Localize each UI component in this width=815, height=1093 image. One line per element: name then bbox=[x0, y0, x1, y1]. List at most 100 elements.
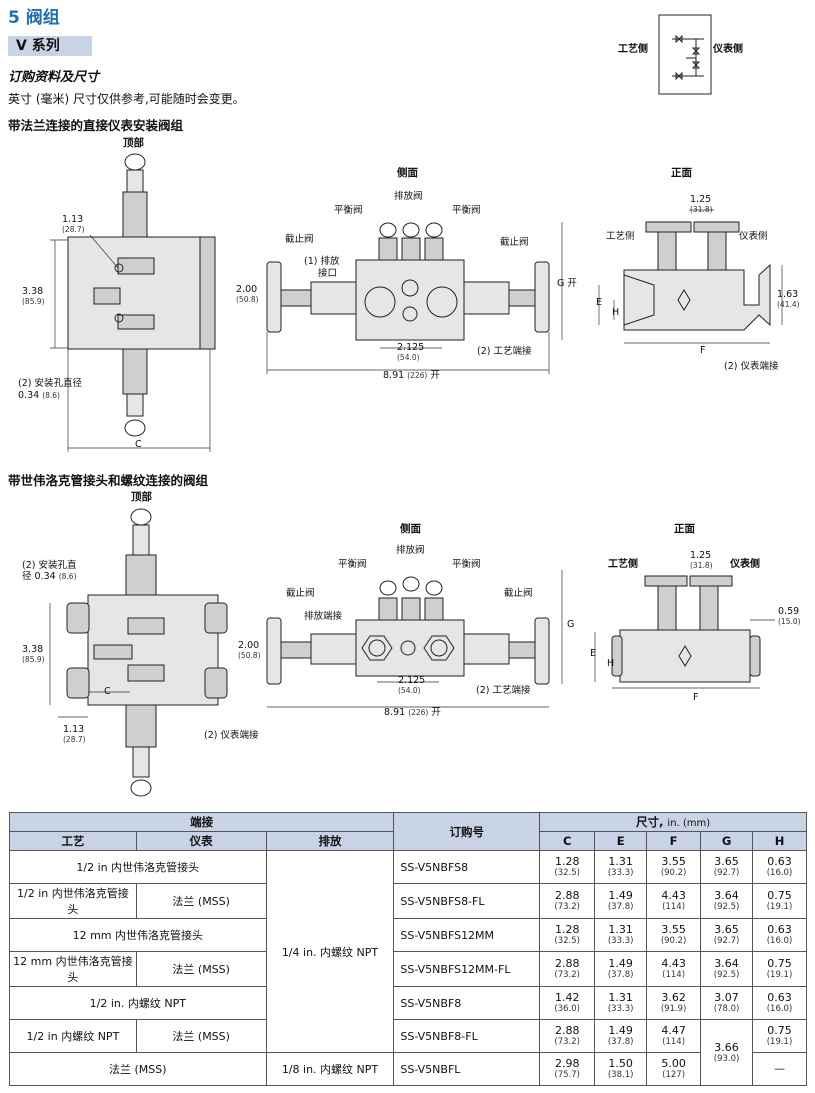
cell-vent: 1/8 in. 内螺纹 NPT bbox=[265, 1052, 395, 1086]
cell-h: 0.75(19.1) bbox=[752, 883, 807, 919]
s1-dim-200-mm: (50.8) bbox=[236, 295, 259, 304]
val-mm: (90.2) bbox=[660, 868, 687, 878]
s2-dim-113-mm: (28.7) bbox=[63, 735, 86, 744]
s1-dim-2125-in: 2.125 bbox=[397, 342, 425, 353]
cell-order: SS-V5NBFL bbox=[393, 1052, 541, 1086]
val: 4.43 bbox=[661, 957, 686, 970]
section-title: 5 阀组 bbox=[8, 8, 60, 28]
cell-h: 0.75(19.1) bbox=[752, 951, 807, 987]
val: 1.31 bbox=[608, 923, 633, 936]
cell-f: 4.47(114) bbox=[646, 1019, 702, 1053]
s2-process-side: 工艺侧 bbox=[608, 559, 638, 570]
s2-dim-113-in: 1.13 bbox=[63, 724, 85, 735]
cell-order: SS-V5NBFS12MM bbox=[393, 918, 541, 952]
s1-side-view-label: 侧面 bbox=[397, 167, 418, 179]
cell-instrument: 法兰 (MSS) bbox=[135, 1019, 267, 1053]
order-title: 订购资料及尺寸 bbox=[8, 70, 100, 85]
s2-dim-891-open: 开 bbox=[431, 707, 441, 718]
val: 3.55 bbox=[661, 855, 686, 868]
s1-dim-125-in: 1.25 bbox=[690, 194, 712, 205]
val: 0.75 bbox=[767, 889, 792, 902]
cell-g: 3.65(92.7) bbox=[700, 918, 754, 952]
s1-dim-891-open: 开 bbox=[430, 370, 440, 381]
val: — bbox=[774, 1062, 785, 1075]
cell-process: 1/2 in 内世伟洛克管接头 bbox=[9, 850, 267, 884]
s2-dim-059-in: 0.59 bbox=[778, 606, 800, 617]
th-col-h: H bbox=[752, 831, 807, 851]
val: 3.64 bbox=[714, 957, 739, 970]
val: 1.49 bbox=[608, 889, 633, 902]
cell-c: 1.28(32.5) bbox=[539, 850, 596, 884]
s1-vent-port-b: 接口 bbox=[318, 268, 338, 279]
val-mm: (37.8) bbox=[607, 970, 634, 980]
th-process: 工艺 bbox=[9, 831, 137, 851]
s1-dim-2125-mm: (54.0) bbox=[397, 353, 420, 362]
val-mm: (91.9) bbox=[660, 1004, 687, 1014]
val: 4.43 bbox=[661, 889, 686, 902]
s1-dim-f: F bbox=[700, 345, 706, 356]
cell-f: 4.43(114) bbox=[646, 951, 702, 987]
s2-dim-059: 0.59 (15.0) bbox=[778, 607, 801, 627]
val: 1.42 bbox=[554, 991, 580, 1004]
s1-top-view-label: 顶部 bbox=[123, 137, 144, 149]
s2-vent-valve: 排放阀 bbox=[396, 545, 425, 556]
val-mm: (114) bbox=[662, 1037, 686, 1047]
cell-vent-shared: 1/4 in. 内螺纹 NPT bbox=[265, 850, 395, 1053]
table-row: 1/2 in. 内螺纹 NPT SS-V5NBF8 1.42(36.0) 1.3… bbox=[9, 986, 807, 1020]
s2-front-view-label: 正面 bbox=[674, 523, 695, 535]
cell-e: 1.50(38.1) bbox=[594, 1052, 648, 1086]
s1-dim-h: H bbox=[612, 307, 620, 318]
val: 3.66 bbox=[714, 1040, 739, 1054]
cell-h: — bbox=[752, 1052, 807, 1086]
dimension-note: 英寸 (毫米) 尺寸仅供参考,可能随时会变更。 bbox=[8, 92, 245, 106]
cell-f: 4.43(114) bbox=[646, 883, 702, 919]
val-mm: (90.2) bbox=[660, 936, 687, 946]
section1-title: 带法兰连接的直接仪表安装阀组 bbox=[8, 118, 184, 133]
cell-e: 1.49(37.8) bbox=[594, 883, 648, 919]
s2-dim-338-mm: (85.9) bbox=[22, 655, 45, 664]
th-order: 订购号 bbox=[393, 812, 541, 851]
val: 1.31 bbox=[608, 855, 633, 868]
val: 0.63 bbox=[767, 923, 792, 936]
cell-e: 1.31(33.3) bbox=[594, 986, 648, 1020]
s2-stop-left: 截止阀 bbox=[286, 588, 315, 599]
cell-process: 12 mm 内世伟洛克管接头 bbox=[9, 951, 137, 987]
cell-f: 3.55(90.2) bbox=[646, 918, 702, 952]
cell-e: 1.49(37.8) bbox=[594, 1019, 648, 1053]
cell-f: 3.62(91.9) bbox=[646, 986, 702, 1020]
val-mm: (16.0) bbox=[766, 936, 793, 946]
s1-mount-hole-a: (2) 安装孔直径 bbox=[18, 378, 82, 389]
s1-dim-338-in: 3.38 bbox=[22, 286, 44, 297]
th-dims-label: 尺寸, bbox=[636, 815, 664, 829]
s2-dim-200: 2.00 (50.8) bbox=[238, 641, 261, 661]
s2-dim-c: C bbox=[104, 686, 111, 697]
val-mm: (33.3) bbox=[607, 868, 634, 878]
val: 0.75 bbox=[767, 957, 792, 970]
s1-dim-891-in: 8.91 bbox=[383, 370, 405, 381]
s1-dim-891-mm: (226) bbox=[407, 371, 428, 380]
cell-f: 5.00(127) bbox=[646, 1052, 702, 1086]
th-col-c: C bbox=[539, 831, 596, 851]
th-col-f: F bbox=[646, 831, 702, 851]
cell-c: 1.42(36.0) bbox=[539, 986, 596, 1020]
s1-dim-200-in: 2.00 bbox=[236, 284, 258, 295]
val-mm: (73.2) bbox=[554, 1037, 580, 1047]
val-mm: (37.8) bbox=[607, 1037, 634, 1047]
val: 1.50 bbox=[608, 1057, 633, 1070]
cell-e: 1.31(33.3) bbox=[594, 850, 648, 884]
s2-mount-hole: (2) 安装孔直 径 0.34 (8.6) bbox=[22, 560, 77, 582]
val: 1.49 bbox=[608, 1024, 633, 1037]
s2-dim-f: F bbox=[693, 692, 699, 703]
cell-c: 2.88(73.2) bbox=[539, 951, 596, 987]
val: 3.07 bbox=[714, 991, 739, 1004]
val: 1.28 bbox=[554, 923, 580, 936]
val: 0.63 bbox=[767, 855, 792, 868]
s2-top-view-drawing bbox=[49, 508, 228, 797]
s1-vent-port-a: (1) 排放 bbox=[304, 256, 340, 267]
val: 0.63 bbox=[767, 991, 792, 1004]
cell-c: 1.28(32.5) bbox=[539, 918, 596, 952]
th-ends: 端接 bbox=[8, 812, 395, 832]
val: 2.88 bbox=[554, 1024, 580, 1037]
cell-c: 2.88(73.2) bbox=[539, 883, 596, 919]
s1-mount-hole-mm: (8.6) bbox=[42, 391, 60, 400]
